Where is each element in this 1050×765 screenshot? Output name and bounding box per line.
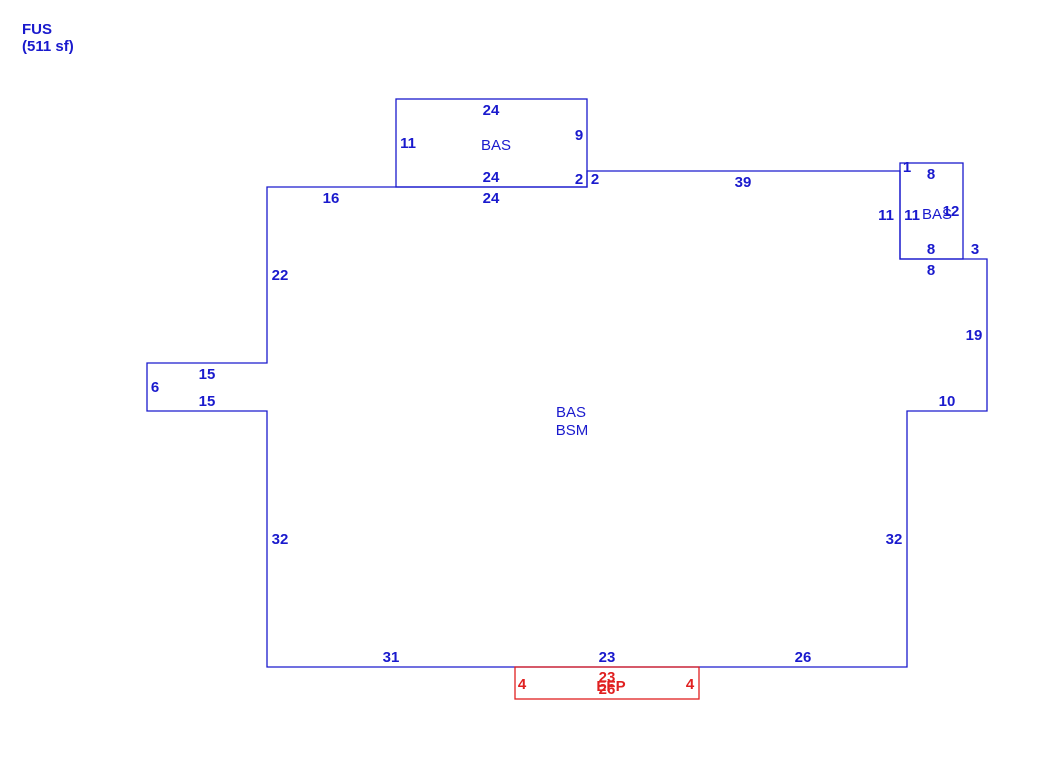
dim-right-jog: 3 <box>971 241 979 258</box>
main-area-code: BAS <box>556 404 586 421</box>
main-area-outline <box>146 170 988 668</box>
dim-notch-side: 6 <box>151 379 159 396</box>
porch-dim-left: 4 <box>518 676 527 693</box>
dim-left-top: 16 <box>323 190 340 207</box>
porch-dim-top: 23 <box>599 669 616 686</box>
dim-bottom-mid: 23 <box>599 649 616 666</box>
dim-bottom-right: 26 <box>795 649 812 666</box>
top-wing-dim-right: 9 <box>575 127 583 144</box>
dim-bottom-left: 31 <box>383 649 400 666</box>
dim-left-lower: 32 <box>272 531 289 548</box>
dim-top-under-wing: 24 <box>483 190 500 207</box>
area-size-label: (511 sf) <box>22 38 74 55</box>
dim-notch-bottom: 15 <box>199 393 216 410</box>
right-wing-code: BAS <box>922 206 952 223</box>
right-wing-dim-corner: 1 <box>903 159 911 176</box>
top-wing-outline <box>395 98 588 188</box>
top-wing-dim-bottom: 24 <box>483 169 500 186</box>
top-wing-code: BAS <box>481 137 511 154</box>
right-wing-dim-right: 12 <box>943 203 960 220</box>
dim-top-long: 39 <box>735 174 752 191</box>
top-wing-dim-left: 11 <box>400 135 416 152</box>
right-wing-outline <box>899 162 964 260</box>
dim-right-step: 10 <box>939 393 956 410</box>
porch-dim-right: 4 <box>686 676 695 693</box>
right-wing-dim-left: 11 <box>878 207 894 224</box>
dim-right-upper: 19 <box>966 327 983 344</box>
top-wing-dim-top: 24 <box>483 102 500 119</box>
right-wing-dim-left-inner: 11 <box>904 207 920 224</box>
dim-left-upper: 22 <box>272 267 289 284</box>
right-wing-dim-bottom: 8 <box>927 241 935 258</box>
porch-outline <box>514 666 700 700</box>
dim-right-lower: 32 <box>886 531 903 548</box>
area-code-label: FUS <box>22 21 52 38</box>
dim-notch-top: 15 <box>199 366 216 383</box>
dim-top-jog: 2 <box>591 171 599 188</box>
right-wing-dim-top: 8 <box>927 166 935 183</box>
porch-dim-bottom: 26 <box>599 681 616 698</box>
dim-right-top-under: 8 <box>927 262 935 279</box>
main-area-subcode: BSM <box>556 422 589 439</box>
porch-code: EFP <box>596 678 625 695</box>
top-wing-dim-jog: 2 <box>575 171 583 188</box>
